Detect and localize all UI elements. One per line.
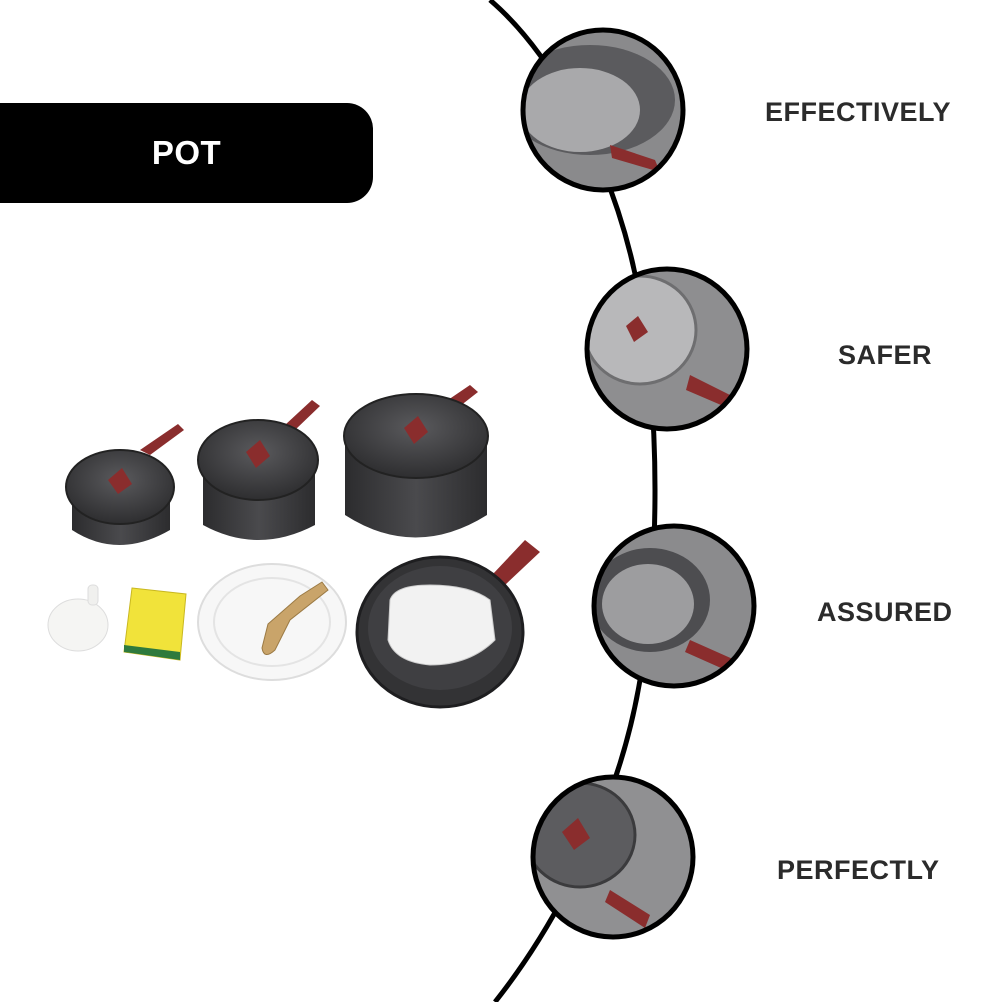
feature-label-perfectly: PERFECTLY [777, 855, 940, 885]
feature-label-safer: SAFER [838, 340, 933, 370]
plates [197, 563, 347, 681]
title-banner: POT [0, 103, 373, 203]
feature-thumb-1 [523, 30, 683, 190]
frying-pan [355, 540, 540, 709]
large-pot [343, 385, 489, 538]
feature-label-effectively: EFFECTIVELY [765, 97, 952, 127]
feature-thumb-4 [533, 777, 693, 937]
feature-label-assured: ASSURED [817, 597, 953, 627]
medium-pot [197, 400, 320, 540]
spoon-bowl [47, 584, 109, 652]
feature-thumb-2 [587, 269, 747, 429]
page-title: POT [151, 134, 222, 171]
sponge [123, 587, 187, 661]
feature-thumb-3 [594, 526, 754, 686]
small-pot [65, 424, 184, 545]
